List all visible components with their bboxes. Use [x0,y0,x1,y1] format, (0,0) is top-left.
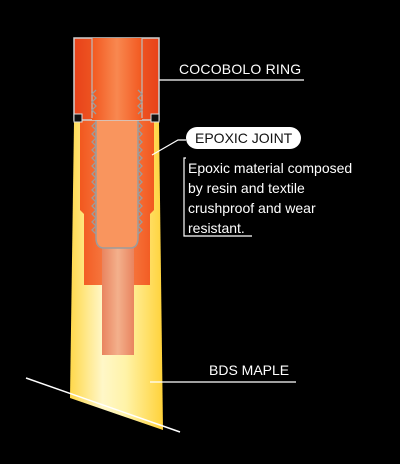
cocobolo-ring-label: COCOBOLO RING [179,61,302,77]
leader-description [183,157,252,237]
epoxic-description: Epoxic material composed by resin and te… [188,158,388,238]
epoxic-joint-label: EPOXIC JOINT [186,127,302,149]
cut-line [25,377,181,433]
epoxic-description-line: Epoxic material composed [188,160,353,176]
leader-epoxic [151,139,186,156]
bds-maple-label: BDS MAPLE [209,362,290,378]
leader-lines [150,79,304,383]
threaded-bore [91,118,143,249]
epoxic-description-line: by resin and textile [188,180,305,196]
cocobolo-ring [73,37,160,123]
joint-pin [102,245,134,355]
epoxic-description-line: crushproof and wear [188,200,316,216]
epoxic-description-line: resistant. [188,220,245,236]
